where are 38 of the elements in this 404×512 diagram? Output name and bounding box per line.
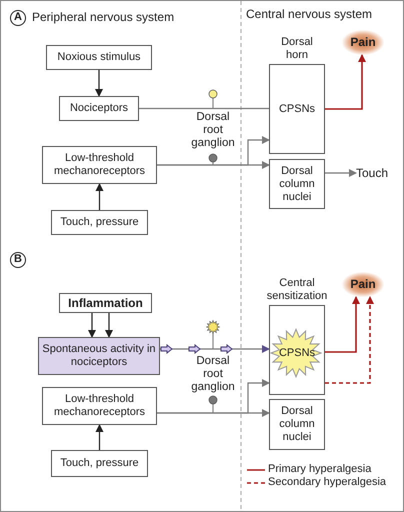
arrow bbox=[88, 313, 96, 338]
process-box: Noxious stimulus bbox=[46, 45, 152, 70]
arrow bbox=[325, 296, 374, 384]
arrow bbox=[325, 296, 360, 353]
process-box: Low-threshold mechanoreceptors bbox=[42, 146, 157, 184]
panel-letter: B bbox=[10, 252, 26, 268]
region-heading: Central nervous system bbox=[246, 8, 374, 21]
box-text: CPSNs bbox=[278, 102, 316, 116]
ganglion-label: Dorsal root ganglion bbox=[190, 355, 236, 394]
arrow bbox=[96, 424, 104, 450]
box-heading: Central sensitization bbox=[266, 277, 328, 303]
pain-glow: Pain bbox=[342, 272, 384, 297]
process-box: Low-threshold mechanoreceptors bbox=[42, 387, 157, 425]
arrow bbox=[157, 136, 270, 166]
process-box: Dorsal column nuclei bbox=[269, 159, 325, 209]
connector-line bbox=[139, 108, 269, 110]
process-box: Nociceptors bbox=[59, 96, 139, 121]
box-heading: Dorsal horn bbox=[280, 36, 314, 62]
legend-text: Primary hyperalgesia bbox=[268, 463, 372, 476]
pain-glow: Pain bbox=[342, 30, 384, 55]
arrow bbox=[157, 379, 270, 414]
arrow bbox=[105, 313, 113, 338]
process-box: Dorsal column nuclei bbox=[269, 399, 325, 450]
arrow bbox=[325, 54, 366, 110]
arrow bbox=[95, 70, 103, 97]
arrow bbox=[325, 169, 357, 177]
process-box: Touch, pressure bbox=[51, 210, 148, 235]
process-box: Inflammation bbox=[59, 293, 152, 313]
arrow bbox=[160, 344, 269, 354]
panel-letter: A bbox=[10, 10, 26, 26]
ganglion-label: Dorsal root ganglion bbox=[190, 111, 236, 150]
process-box: Touch, pressure bbox=[51, 450, 148, 477]
arrow bbox=[96, 183, 104, 210]
process-box: Spontaneous activity in nociceptors bbox=[38, 337, 160, 375]
legend-text: Secondary hyperalgesia bbox=[268, 476, 386, 489]
box-text: CPSNs bbox=[278, 347, 316, 360]
region-heading: Peripheral nervous system bbox=[32, 11, 176, 24]
output-label: Touch bbox=[356, 166, 396, 181]
